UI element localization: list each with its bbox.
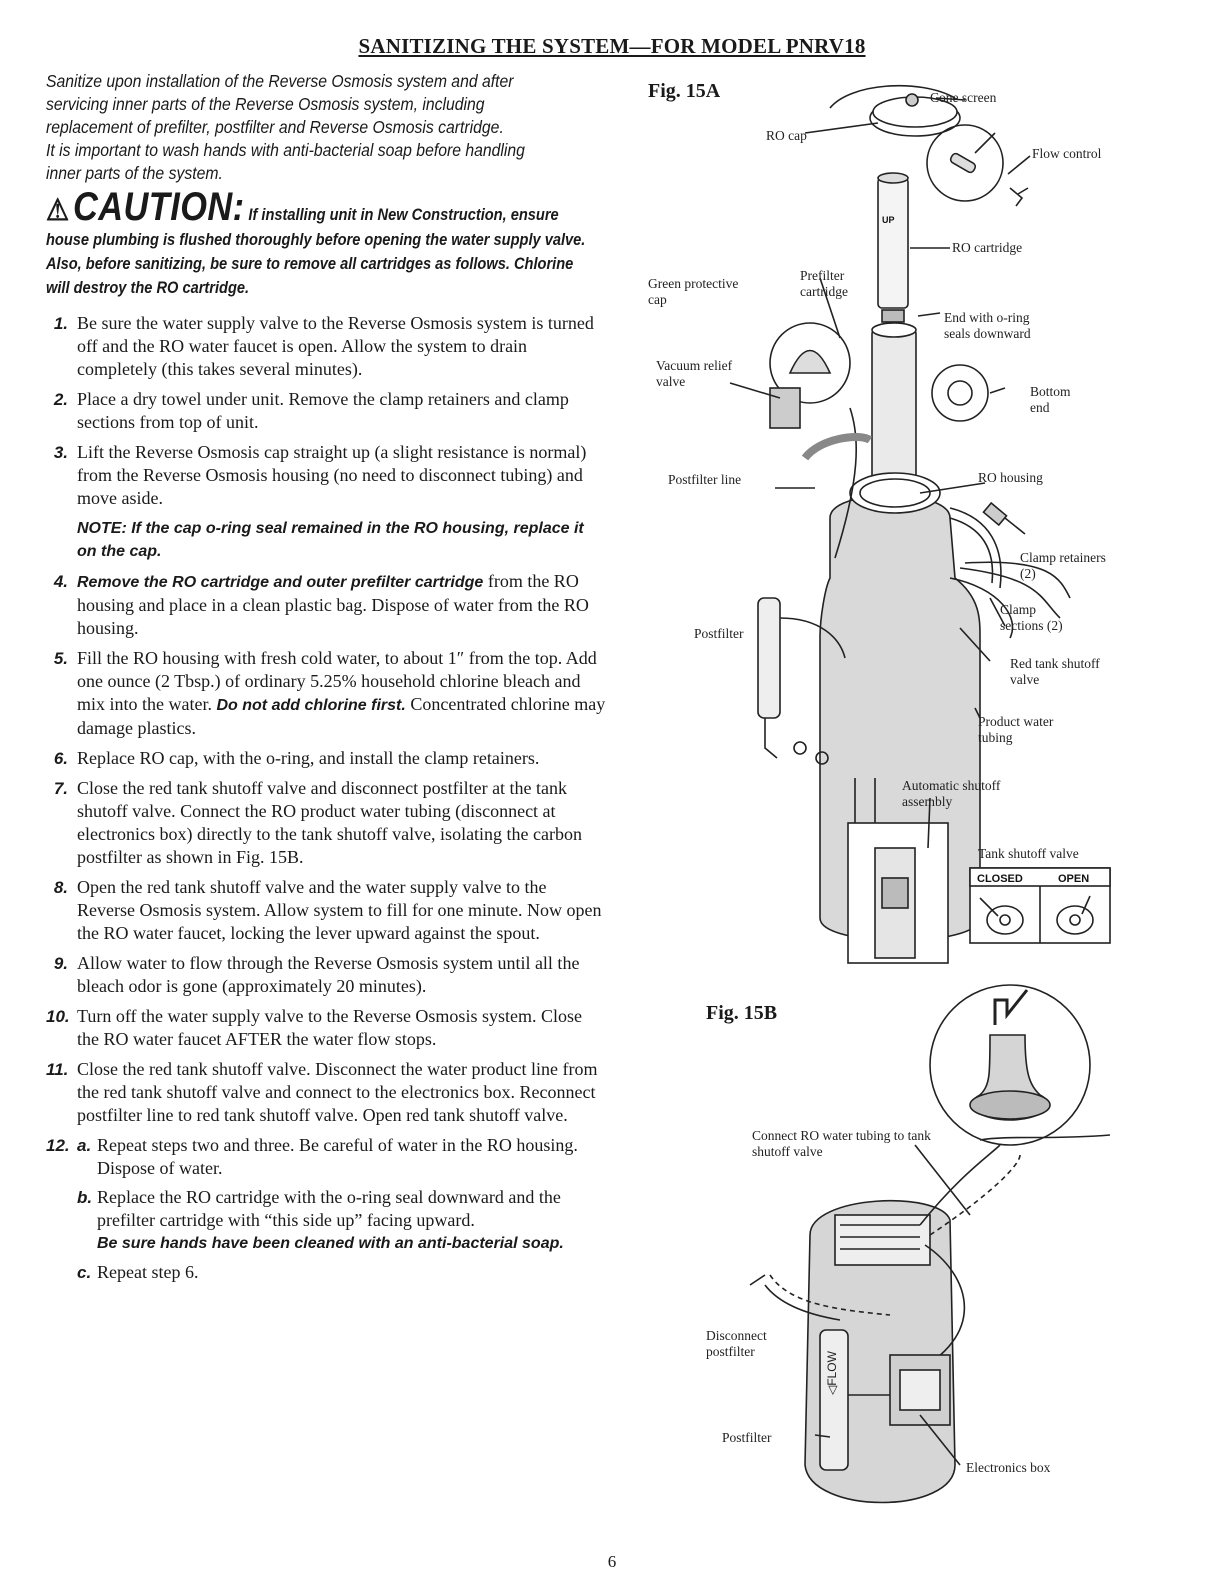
- intro-line: replacement of prefilter, postfilter and…: [46, 117, 504, 137]
- step-text: Close the red tank shutoff valve and dis…: [77, 778, 583, 867]
- step-4: 4. Remove the RO cartridge and outer pre…: [46, 570, 606, 640]
- sub-letter: a.: [77, 1136, 92, 1155]
- step-number: 1.: [53, 314, 68, 333]
- label-bottom-end: Bottom end: [1030, 384, 1071, 415]
- step-text: Repeat step 6.: [97, 1262, 199, 1282]
- step-12: 12. a. Repeat steps two and three. Be ca…: [46, 1134, 606, 1284]
- step-text: Be sure the water supply valve to the Re…: [77, 313, 594, 379]
- page-title: SANITIZING THE SYSTEM—FOR MODEL PNRV18: [358, 34, 866, 58]
- step-12c: c. Repeat step 6.: [77, 1261, 606, 1284]
- label-ro-cap: RO cap: [766, 128, 807, 143]
- step-12b: b. Replace the RO cartridge with the o-r…: [77, 1186, 606, 1255]
- step-text: Place a dry towel under unit. Remove the…: [77, 389, 569, 432]
- step-6: 6. Replace RO cap, with the o-ring, and …: [46, 747, 606, 770]
- sub-letter: c.: [77, 1263, 92, 1282]
- step-text: Allow water to flow through the Reverse …: [77, 953, 580, 996]
- fig-15a-diagram: CLOSED OPEN UP: [729, 84, 1111, 964]
- step-number: 6.: [53, 749, 68, 768]
- step-text: Concentrated chlorine may damage plastic…: [77, 694, 606, 738]
- label-red-tank-valve: Red tank shutoff valve: [1010, 656, 1100, 687]
- step-text: from the RO housing and place in a clean…: [77, 571, 589, 638]
- step-10: 10. Turn off the water supply valve to t…: [46, 1005, 606, 1051]
- label-green-cap: Green protective cap: [648, 276, 739, 307]
- intro-line: inner parts of the system.: [46, 163, 223, 183]
- label-postfilter-15b: Postfilter: [722, 1430, 772, 1445]
- step-text: Repeat steps two and three. Be careful o…: [97, 1135, 578, 1178]
- fig-15b-diagram: ◁FLOW: [749, 984, 1110, 1504]
- label-disconnect-postfilter: Disconnect postfilter: [706, 1328, 767, 1359]
- step-8: 8. Open the red tank shutoff valve and t…: [46, 876, 606, 945]
- label-cone-screen: Cone screen: [930, 90, 997, 105]
- step-text: Fill the RO housing with fresh cold wate…: [77, 648, 597, 714]
- label-end-oring: End with o-ring seals downward: [944, 310, 1031, 341]
- caution-block: ⚠ CAUTION: If installing unit in New Con…: [46, 187, 596, 300]
- fig-15a-label: Fig. 15A: [648, 80, 721, 102]
- step-7: 7. Close the red tank shutoff valve and …: [46, 777, 606, 869]
- label-electronics-box: Electronics box: [966, 1460, 1051, 1475]
- label-ro-cartridge: RO cartridge: [952, 240, 1023, 255]
- step-number: 11.: [46, 1060, 69, 1079]
- valve-closed-label: CLOSED: [977, 873, 1023, 885]
- step-number: 12.: [46, 1136, 70, 1155]
- step-number: 7.: [53, 779, 68, 798]
- caution-lead: If installing unit in New Construction, …: [248, 205, 559, 224]
- step-text: Lift the Reverse Osmosis cap straight up…: [77, 442, 587, 508]
- flow-label: ◁FLOW: [825, 1350, 839, 1395]
- step-number: 2.: [53, 390, 68, 409]
- step-2: 2. Place a dry towel under unit. Remove …: [46, 388, 606, 434]
- caution-body: house plumbing is flushed thoroughly bef…: [46, 230, 586, 297]
- step-5: 5. Fill the RO housing with fresh cold w…: [46, 647, 606, 740]
- step-text: Close the red tank shutoff valve. Discon…: [77, 1059, 598, 1125]
- step-12a: a. Repeat steps two and three. Be carefu…: [77, 1134, 606, 1180]
- step-emphasis: Remove the RO cartridge and outer prefil…: [77, 574, 484, 591]
- step-3: 3. Lift the Reverse Osmosis cap straight…: [46, 441, 606, 510]
- step-text: Replace RO cap, with the o-ring, and ins…: [77, 748, 540, 768]
- label-flow-control: Flow control: [1032, 146, 1102, 161]
- label-clamp-retainers: Clamp retainers (2): [1020, 550, 1106, 581]
- step-text: Open the red tank shutoff valve and the …: [77, 877, 602, 943]
- label-postfilter: Postfilter: [694, 626, 744, 641]
- label-vacuum-relief: Vacuum relief valve: [656, 358, 733, 389]
- step-text: Turn off the water supply valve to the R…: [77, 1006, 582, 1049]
- step-note: NOTE: If the cap o-ring seal remained in…: [77, 520, 584, 560]
- step-11: 11. Close the red tank shutoff valve. Di…: [46, 1058, 606, 1127]
- label-connect-ro-tubing: Connect RO water tubing to tank shutoff …: [752, 1128, 931, 1159]
- step-9: 9. Allow water to flow through the Rever…: [46, 952, 606, 998]
- step-emphasis: Do not add chlorine first.: [216, 697, 406, 714]
- intro-paragraph: Sanitize upon installation of the Revers…: [46, 70, 604, 185]
- label-prefilter-cartridge: Prefilter cartridge: [800, 268, 848, 299]
- label-clamp-sections: Clamp sections (2): [1000, 602, 1063, 633]
- caution-heading: CAUTION:: [72, 185, 245, 229]
- intro-line: servicing inner parts of the Reverse Osm…: [46, 94, 485, 114]
- fig-15b-label: Fig. 15B: [706, 1002, 778, 1024]
- sub-letter: b.: [77, 1188, 93, 1207]
- intro-line: It is important to wash hands with anti-…: [46, 140, 525, 160]
- step-text: Replace the RO cartridge with the o-ring…: [97, 1187, 561, 1230]
- label-tank-shutoff-valve: Tank shutoff valve: [978, 846, 1079, 861]
- step-1: 1. Be sure the water supply valve to the…: [46, 312, 606, 381]
- label-auto-shutoff: Automatic shutoff assembly: [902, 778, 1001, 809]
- instructions-column: Sanitize upon installation of the Revers…: [46, 70, 606, 1291]
- up-label: UP: [882, 215, 895, 225]
- intro-line: Sanitize upon installation of the Revers…: [46, 71, 514, 91]
- label-postfilter-line: Postfilter line: [668, 472, 742, 487]
- label-ro-housing: RO housing: [978, 470, 1043, 485]
- valve-open-label: OPEN: [1058, 873, 1089, 885]
- label-product-water-tubing: Product water tubing: [978, 714, 1054, 745]
- step-number: 5.: [53, 649, 68, 668]
- step-number: 9.: [53, 954, 68, 973]
- page-number: 6: [607, 1552, 617, 1571]
- step-number: 4.: [53, 572, 68, 591]
- steps-list: 1. Be sure the water supply valve to the…: [46, 312, 606, 1284]
- step-number: 8.: [53, 878, 68, 897]
- warning-triangle-icon: ⚠: [46, 194, 70, 227]
- step-emphasis: Be sure hands have been cleaned with an …: [97, 1235, 564, 1252]
- step-number: 10.: [46, 1007, 70, 1026]
- step-number: 3.: [53, 443, 68, 462]
